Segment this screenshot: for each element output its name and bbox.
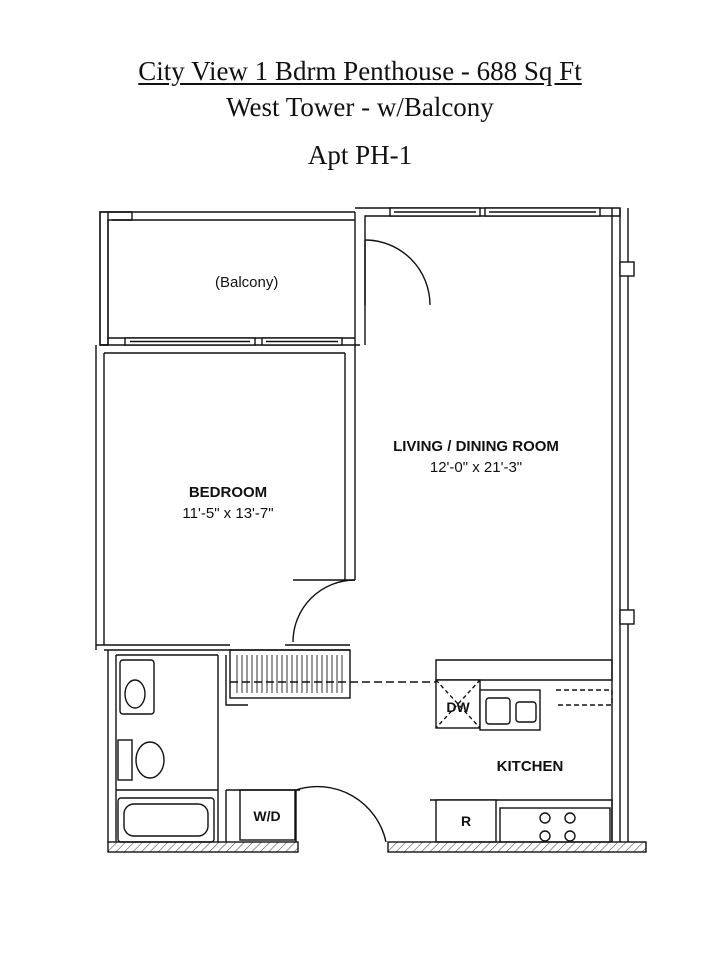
washer-dryer-label: W/D [253,808,280,824]
dishwasher-label: DW [446,699,470,715]
apartment-number: Apt PH-1 [307,140,413,170]
living-room-label: LIVING / DINING ROOM [393,438,559,455]
balcony-label: (Balcony) [215,274,278,291]
walls [95,207,647,853]
bedroom-dimensions: 11'-5" x 13'-7" [182,505,273,522]
plan-title: City View 1 Bdrm Penthouse - 688 Sq Ft [138,56,582,86]
refrigerator-label: R [461,813,471,829]
bedroom-label: BEDROOM [189,484,267,501]
kitchen-label: KITCHEN [497,758,564,775]
plan-subtitle: West Tower - w/Balcony [226,92,494,122]
living-room-dimensions: 12'-0" x 21'-3" [430,459,522,476]
